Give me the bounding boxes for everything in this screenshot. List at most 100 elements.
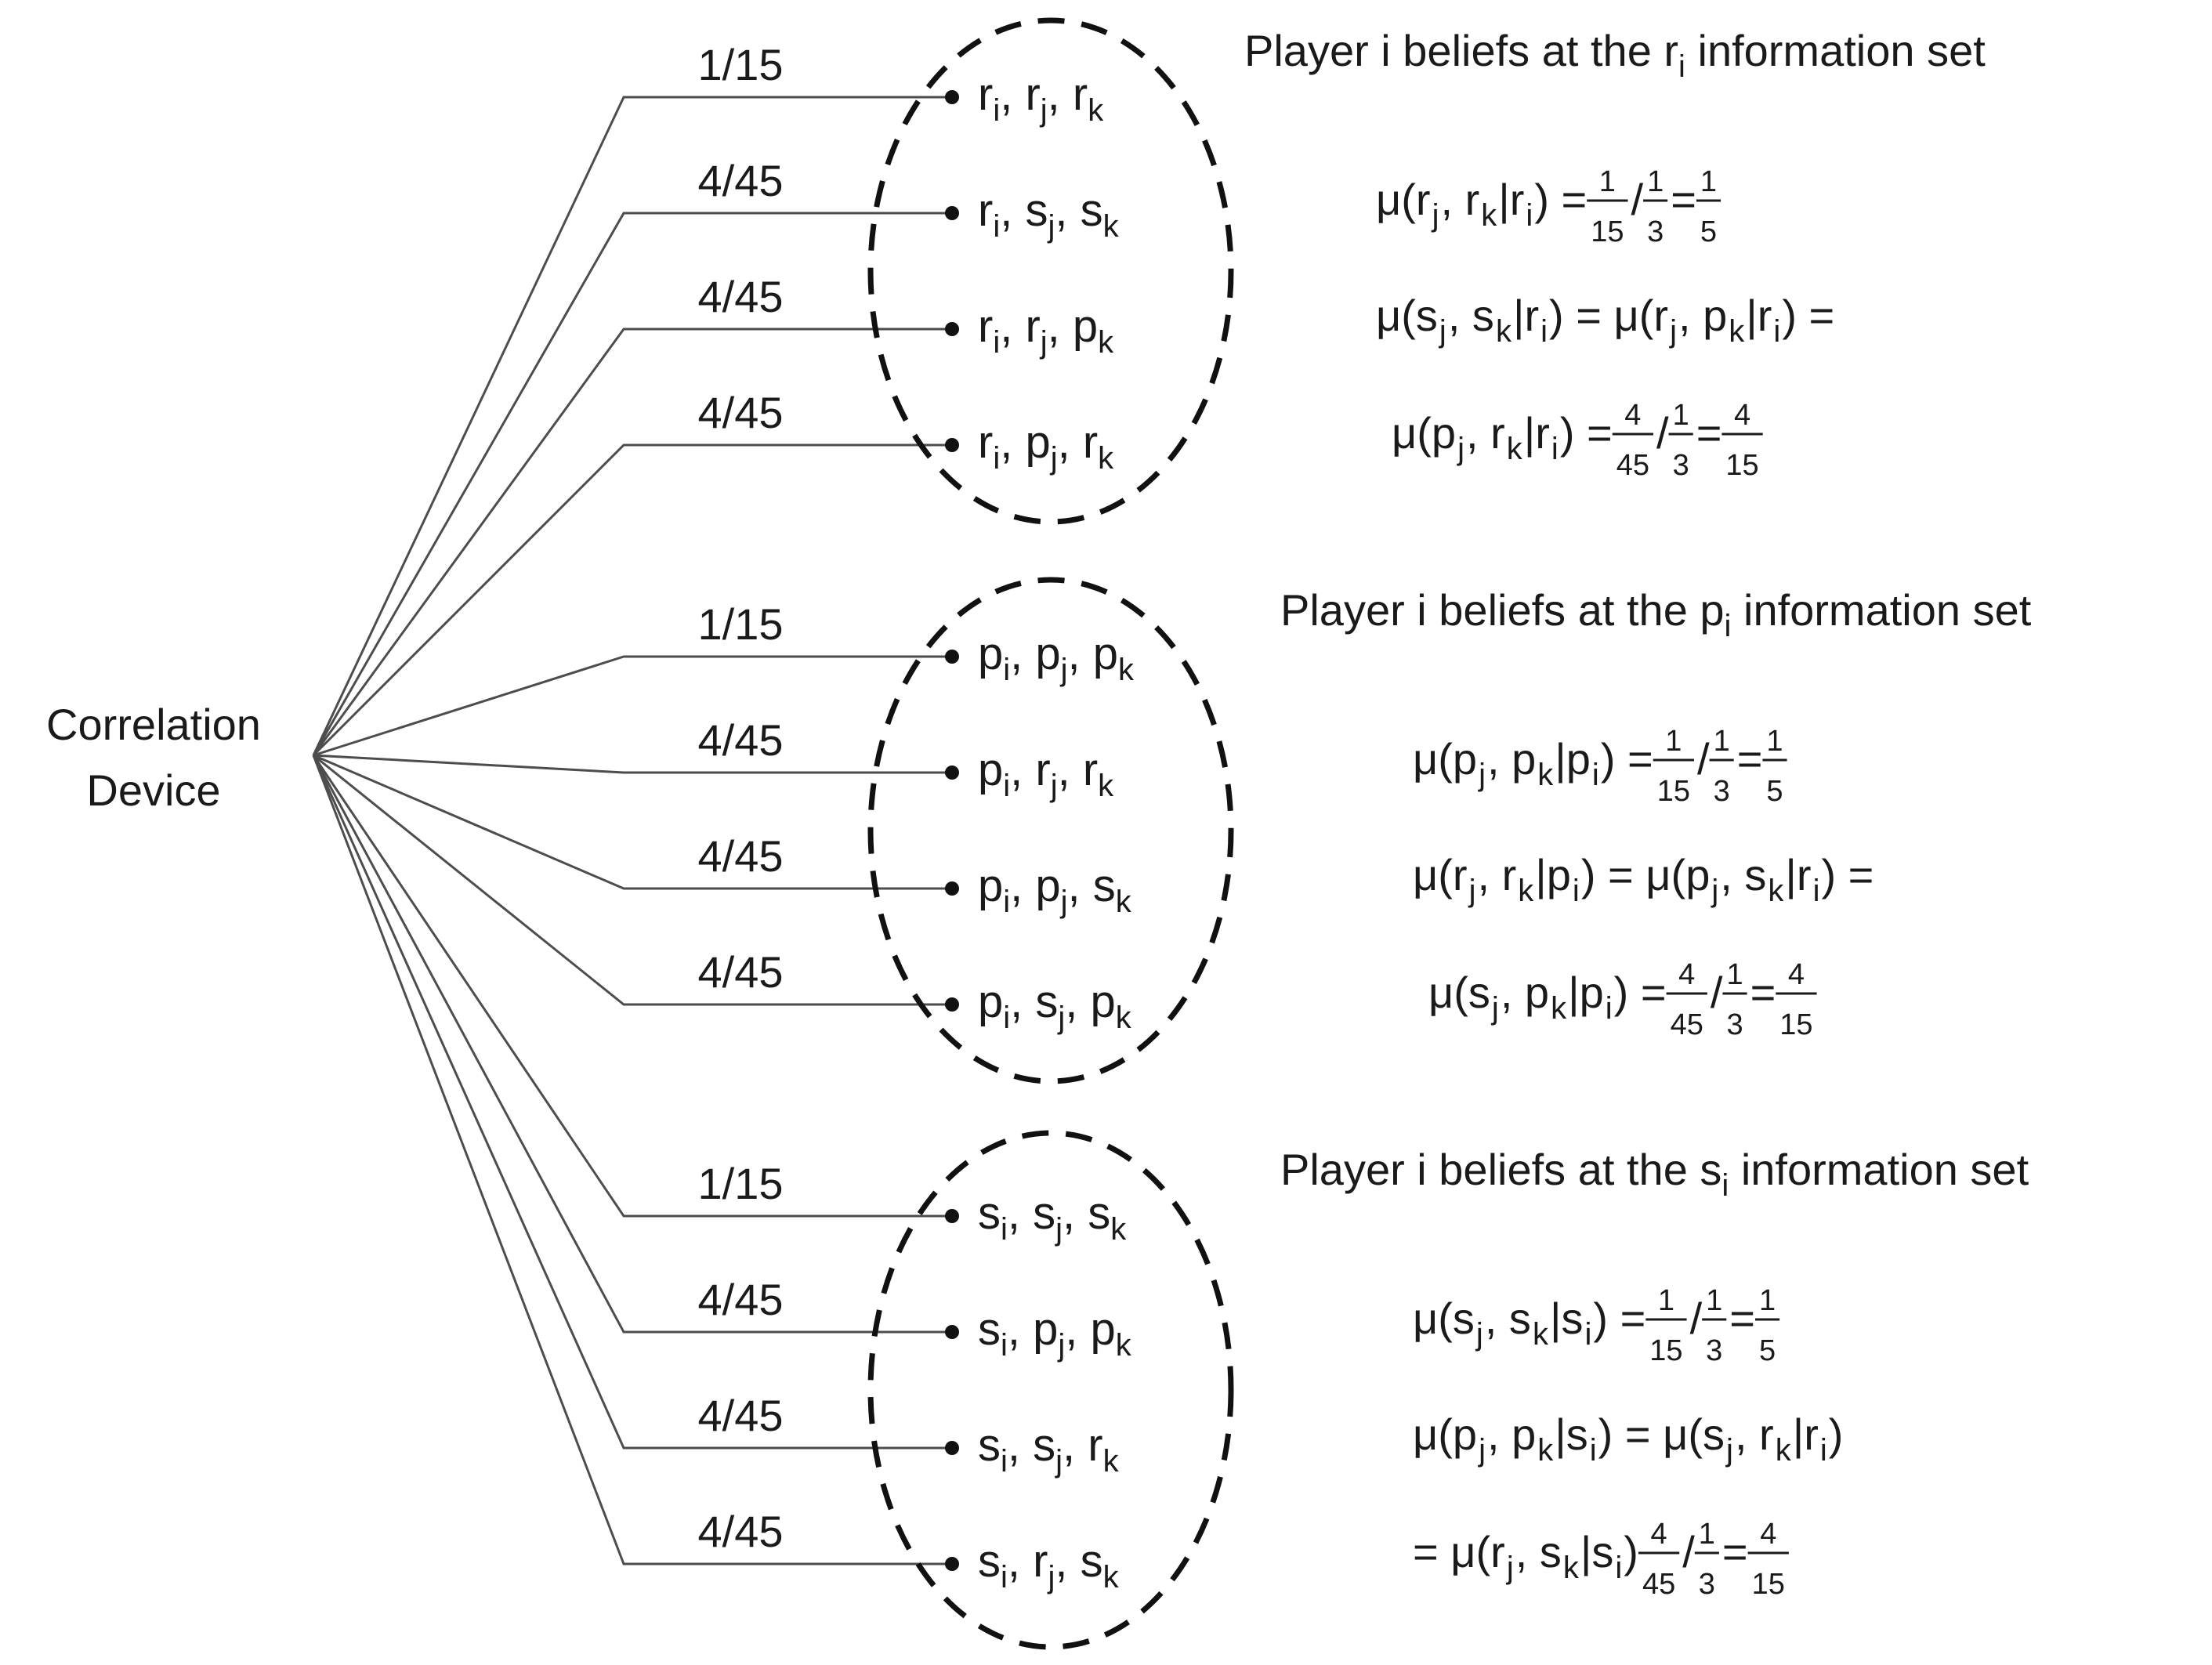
branch-probability: 4/45 (698, 1391, 784, 1440)
player-subscript: i (993, 93, 1000, 128)
equation-text: ) = (1534, 175, 1587, 224)
fraction-numerator: 4 (1678, 958, 1695, 991)
strategy-letter: r (1025, 69, 1040, 120)
separator: , (1008, 1420, 1033, 1471)
equation-text: , p (1487, 734, 1536, 784)
equation-subscript: k (1533, 1317, 1549, 1352)
equation-text: ) = μ(r (1549, 291, 1668, 340)
equation-text: / (1682, 1527, 1695, 1576)
strategy-letter: s (978, 1536, 1001, 1587)
player-subscript: k (1103, 1560, 1120, 1594)
strategy-letter: p (1035, 860, 1060, 911)
equation-text: |p (1568, 968, 1604, 1017)
strategy-letter: s (978, 1420, 1001, 1471)
heading-variable: s (1700, 1145, 1721, 1194)
equation-subscript: k (1537, 1433, 1554, 1468)
heading-subscript: i (1678, 49, 1685, 84)
fraction-numerator: 1 (1599, 165, 1616, 198)
leaf-node-dot (945, 766, 959, 780)
fraction-denominator: 45 (1616, 449, 1649, 482)
leaf-strategy-profile: si, sj, rk (978, 1420, 1120, 1479)
strategy-letter: r (1088, 1420, 1102, 1471)
heading-variable: r (1664, 26, 1678, 75)
strategy-letter: r (1025, 301, 1040, 352)
fraction-denominator: 3 (1714, 775, 1730, 808)
equation-text: , s (1485, 1294, 1531, 1343)
strategy-letter: s (1093, 860, 1116, 911)
separator: , (1068, 628, 1093, 679)
equation-text: ) = (1821, 850, 1874, 899)
heading-text: Player i beliefs at the (1280, 585, 1700, 635)
equation-text: , r (1477, 850, 1516, 899)
heading-text: information set (1685, 26, 1986, 75)
fraction-denominator: 3 (1647, 215, 1664, 248)
equation-subscript: k (1518, 874, 1534, 908)
separator: , (1065, 1304, 1090, 1355)
tree-branch (313, 754, 952, 774)
equation-subscript: i (1526, 198, 1533, 233)
strategy-letter: p (978, 628, 1003, 679)
equation-text: = (1750, 968, 1776, 1017)
leaf-strategy-profile: ri, rj, rk (978, 69, 1104, 128)
leaf-strategy-profile: pi, pj, sk (978, 860, 1132, 919)
equation-text: |r (1746, 291, 1772, 340)
strategy-letter: r (1035, 744, 1050, 795)
tree-branch (312, 755, 952, 1565)
equation-text: |p (1535, 850, 1571, 899)
equation-text: μ(s (1376, 291, 1438, 340)
player-subscript: j (1060, 653, 1068, 687)
equation-subscript: i (1606, 991, 1613, 1026)
fraction-numerator: 1 (1766, 725, 1783, 758)
strategy-letter: p (1073, 301, 1098, 352)
separator: , (1010, 976, 1035, 1027)
fraction-denominator: 45 (1642, 1568, 1675, 1601)
branch-probability: 1/15 (698, 599, 784, 649)
separator: , (1000, 417, 1025, 468)
information-set-ellipse (867, 17, 1234, 525)
information-set-heading: Player i beliefs at the pi information s… (1280, 585, 2032, 643)
strategy-letter: p (1091, 1304, 1116, 1355)
equation-text: μ(p (1413, 1410, 1477, 1459)
equation-subscript: k (1563, 1551, 1580, 1585)
equation-subscript: j (1478, 1433, 1486, 1468)
player-subscript: k (1103, 209, 1120, 244)
tree-branch (312, 96, 952, 756)
equation-subscript: i (1592, 758, 1599, 792)
fraction-denominator: 15 (1725, 449, 1758, 482)
branch-probability: 4/45 (698, 272, 784, 321)
leaf-strategy-profile: pi, pj, pk (978, 628, 1135, 687)
fraction-denominator: 15 (1779, 1008, 1812, 1041)
fraction-denominator: 5 (1700, 215, 1717, 248)
equation-subscript: i (1773, 314, 1780, 349)
player-subscript: k (1116, 1328, 1132, 1363)
player-subscript: j (1047, 209, 1055, 244)
player-subscript: k (1118, 653, 1135, 687)
equation-subscript: j (1669, 314, 1677, 349)
fraction-numerator: 4 (1788, 958, 1805, 991)
fraction-denominator: 15 (1657, 775, 1690, 808)
root-label-line-2: Device (86, 766, 220, 815)
branch-probability: 4/45 (698, 156, 784, 205)
strategy-letter: p (1035, 628, 1060, 679)
root-label-line-1: Correlation (46, 700, 261, 749)
tree-branch (312, 328, 952, 756)
player-subscript: i (993, 325, 1000, 360)
equation-text: ) (1829, 1410, 1844, 1459)
fraction-denominator: 3 (1726, 1008, 1743, 1041)
equation-subscript: k (1729, 314, 1745, 349)
fraction-denominator: 5 (1759, 1334, 1776, 1367)
strategy-letter: s (1035, 976, 1058, 1027)
equation-text: |s (1555, 1410, 1588, 1459)
strategy-letter: s (1033, 1420, 1055, 1471)
equation-text: , r (1466, 408, 1505, 458)
leaf-strategy-profile: ri, sj, sk (978, 185, 1120, 244)
strategy-letter: s (1033, 1188, 1055, 1239)
equation-subscript: j (1491, 991, 1499, 1026)
equation-text: |s (1550, 1294, 1584, 1343)
fraction-numerator: 4 (1624, 399, 1641, 432)
player-subscript: j (1050, 769, 1058, 803)
fraction-denominator: 3 (1706, 1334, 1722, 1367)
fraction-numerator: 1 (1647, 165, 1664, 198)
leaf-node-dot (945, 1557, 959, 1571)
equation-text: μ(p (1392, 408, 1456, 458)
